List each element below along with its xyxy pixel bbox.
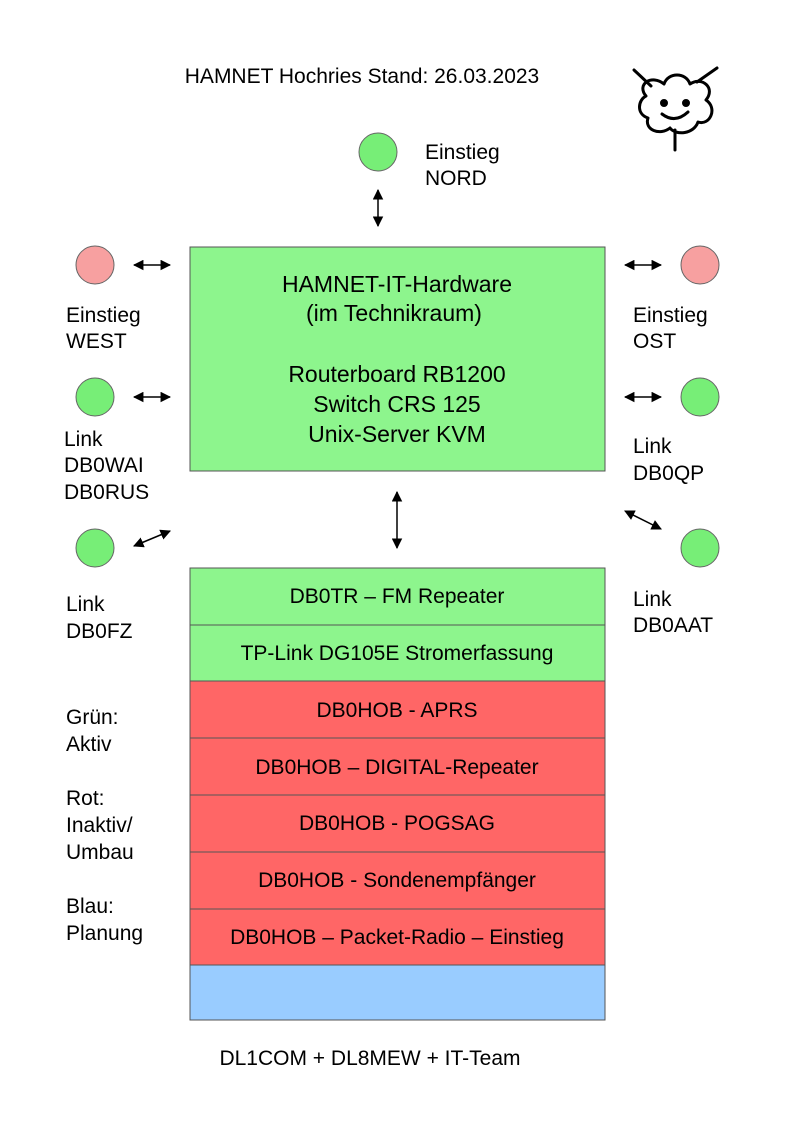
legend: Grün: Aktiv Rot: Inaktiv/ Umbau Blau: Pl… (66, 706, 143, 945)
node-fz-label-2: DB0FZ (66, 620, 133, 643)
node-qp-indicator (680, 377, 720, 417)
node-qp-label-1: Link (633, 435, 672, 458)
node-aat-indicator (680, 528, 720, 568)
service-label-5: DB0HOB - Sondenempfänger (258, 869, 536, 892)
service-row-7 (189, 964, 606, 1021)
hardware-box (189, 246, 606, 472)
services-stack: DB0TR – FM Repeater TP-Link DG105E Strom… (189, 567, 606, 1021)
node-west-indicator (75, 245, 115, 285)
hardware-line-5: Unix-Server KVM (308, 421, 486, 447)
node-fz-indicator (75, 528, 115, 568)
service-row-3 (189, 737, 606, 796)
legend-red-3: Umbau (66, 841, 134, 864)
node-west-label-1: Einstieg (66, 304, 141, 327)
hardware-line-2: (im Technikraum) (306, 300, 482, 326)
arrow-aat (624, 510, 662, 530)
hardware-line-1: HAMNET-IT-Hardware (282, 271, 512, 297)
arrow-fz (133, 529, 171, 548)
service-row-0 (189, 567, 606, 626)
service-label-0: DB0TR – FM Repeater (290, 585, 505, 608)
service-label-6: DB0HOB – Packet-Radio – Einstieg (230, 926, 564, 949)
node-nord-indicator (358, 132, 398, 172)
cloud-face-antenna-icon (632, 66, 719, 152)
legend-green-2: Aktiv (66, 733, 112, 756)
node-wai-label-2: DB0WAI (64, 454, 144, 477)
legend-green-1: Grün: (66, 706, 119, 729)
legend-red-2: Inaktiv/ (66, 814, 133, 837)
node-ost-label-2: OST (633, 330, 676, 353)
node-wai-indicator (75, 377, 115, 417)
node-nord-label-2: NORD (425, 167, 487, 190)
service-row-4 (189, 794, 606, 853)
node-qp-label-2: DB0QP (633, 462, 704, 485)
service-row-6 (189, 908, 606, 966)
service-label-2: DB0HOB - APRS (316, 699, 477, 722)
node-aat-label-2: DB0AAT (633, 614, 713, 637)
service-label-1: TP-Link DG105E Stromerfassung (241, 642, 554, 665)
service-label-4: DB0HOB - POGSAG (299, 812, 495, 835)
footer-credits: DL1COM + DL8MEW + IT-Team (219, 1047, 520, 1070)
node-wai-label-1: Link (64, 428, 103, 451)
node-ost-label-1: Einstieg (633, 304, 708, 327)
legend-blue-1: Blau: (66, 895, 114, 918)
node-wai-label-3: DB0RUS (64, 481, 149, 504)
service-row-5 (189, 851, 606, 910)
node-aat-label-1: Link (633, 588, 672, 611)
service-row-2 (189, 680, 606, 739)
service-row-1 (189, 624, 606, 682)
legend-blue-2: Planung (66, 922, 143, 945)
node-west-label-2: WEST (66, 330, 127, 353)
page-title: HAMNET Hochries Stand: 26.03.2023 (185, 65, 539, 88)
legend-red-1: Rot: (66, 787, 105, 810)
node-nord-label-1: Einstieg (425, 141, 500, 164)
hardware-line-3: Routerboard RB1200 (288, 361, 505, 387)
hardware-line-4: Switch CRS 125 (313, 391, 480, 417)
node-fz-label-1: Link (66, 593, 105, 616)
service-label-3: DB0HOB – DIGITAL-Repeater (255, 756, 538, 779)
node-ost-indicator (680, 245, 720, 285)
